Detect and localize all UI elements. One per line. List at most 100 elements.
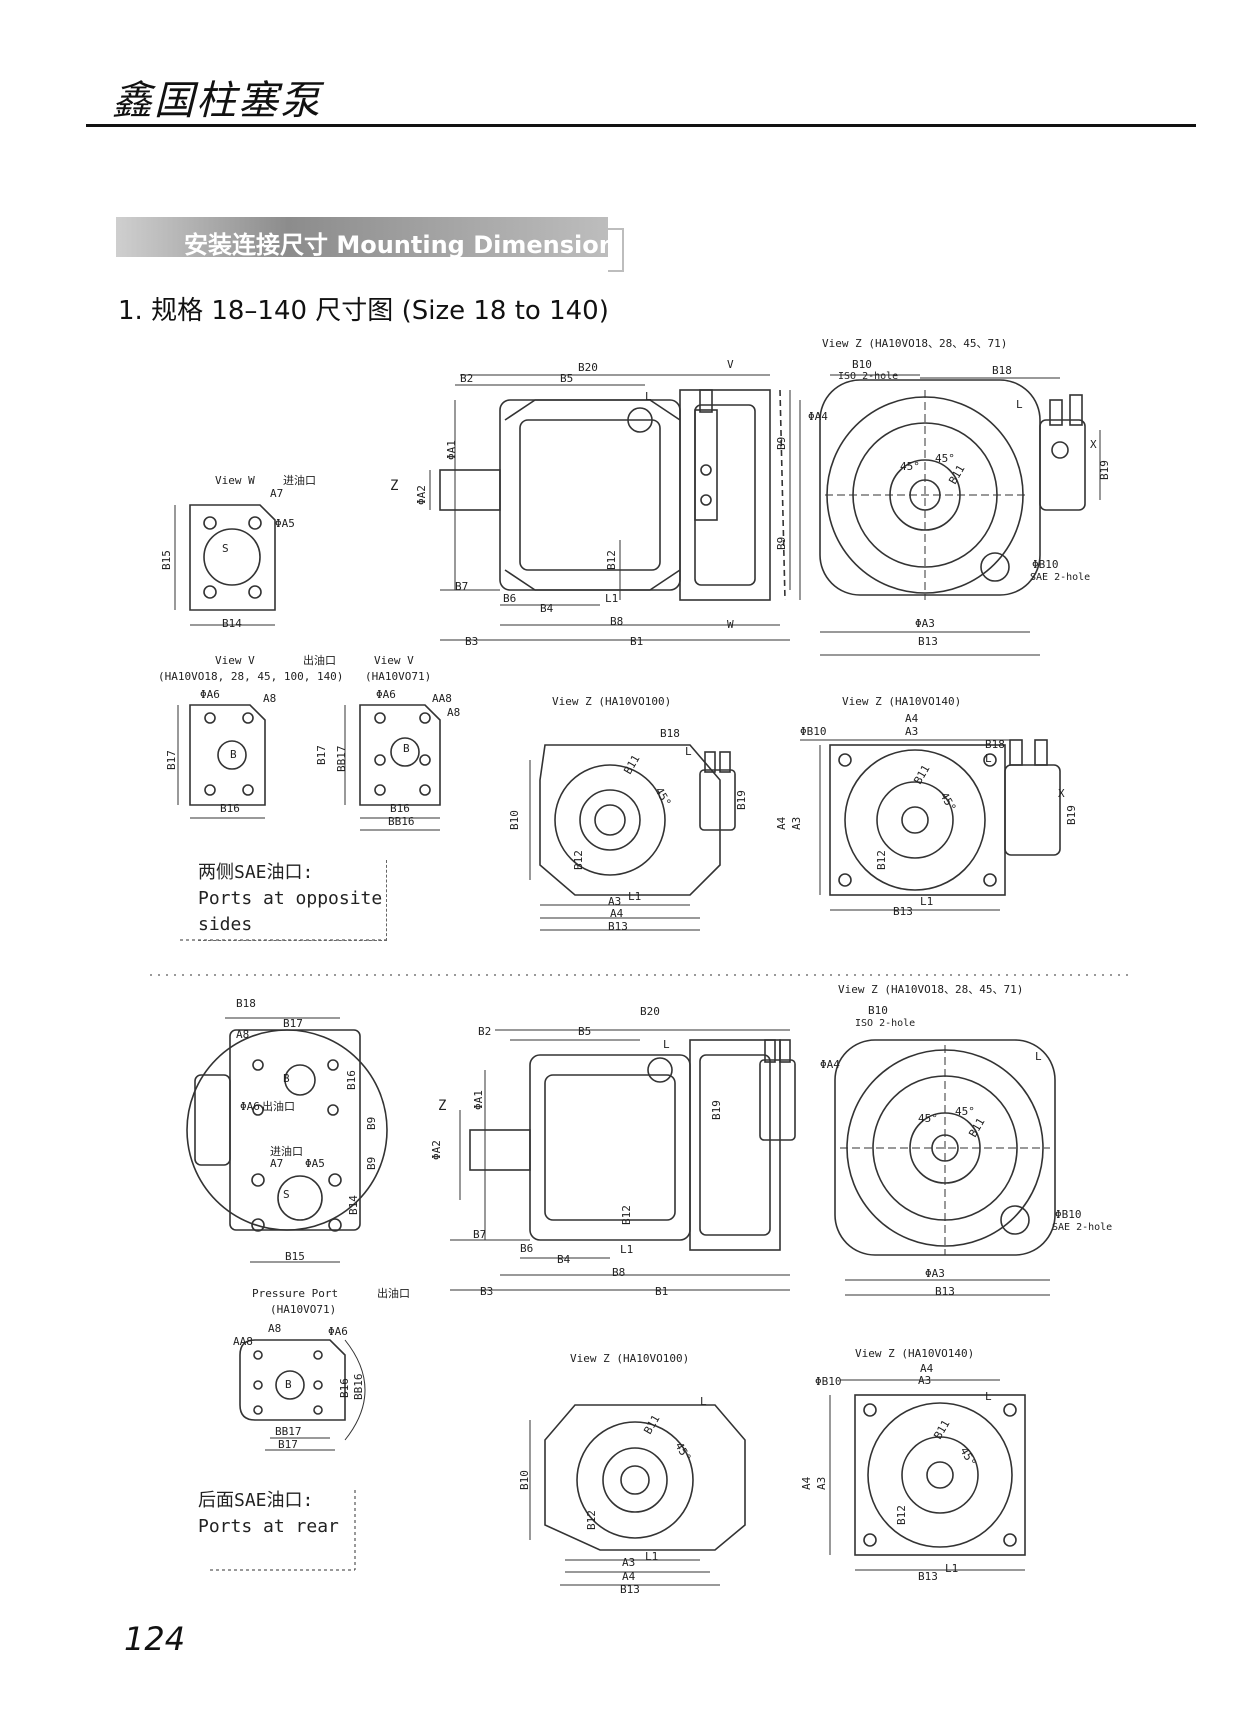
label-outlet-pressure: 出油口: [377, 1286, 410, 1300]
label-b-v-left: B: [230, 748, 237, 761]
label-outlet-bottom: 出油口: [262, 1099, 295, 1113]
label-b1-top: B1: [630, 635, 643, 648]
label-b7-top: B7: [455, 580, 468, 593]
label-view-v-right: View V: [374, 654, 414, 667]
label-a3-z100-bottom: A3: [622, 1556, 635, 1569]
label-b11-bottom: B11: [966, 1116, 987, 1140]
label-a7-top: A7: [270, 487, 283, 500]
label-view-z-main-top: View Z (HA10VO18、28、45、71): [822, 337, 1007, 350]
label-a6-bottom: ΦA6: [240, 1100, 260, 1113]
label-b9-top-b: B9: [775, 537, 788, 550]
label-l-bottomright: L: [1035, 1050, 1042, 1063]
label-a1-top: ΦA1: [445, 440, 458, 460]
label-b11-z100-bottom: B11: [641, 1413, 662, 1437]
section-banner: [116, 217, 608, 257]
pump-side-view-bottom: [450, 1029, 796, 1291]
label-l1-top: L1: [605, 592, 618, 605]
label-view-z-100-bottom: View Z (HA10VO100): [570, 1352, 689, 1365]
label-l-z140-top: L: [985, 752, 992, 765]
view-z-140-bottom: [829, 1379, 1026, 1571]
label-b15-top: B15: [160, 550, 173, 570]
view-z-bottom-right: [834, 1039, 1056, 1296]
label-b13-top: B13: [918, 635, 938, 648]
label-pressure-port-sub: (HA10VO71): [270, 1303, 336, 1316]
label-a4-top: ΦA4: [808, 410, 828, 423]
label-b-bottom: B: [283, 1072, 290, 1085]
label-a4-z140-top: A4: [905, 712, 919, 725]
label-x-z140-top: X: [1058, 787, 1065, 800]
label-l1-z140-top: L1: [920, 895, 933, 908]
label-b4-bottom: B4: [557, 1253, 571, 1266]
label-a4-z100-bottom: A4: [622, 1570, 636, 1583]
note-ports-rear: 后面SAE油口: Ports at rear: [198, 1488, 355, 1568]
label-b16-v-left: B16: [220, 802, 240, 815]
label-b13-z140-top: B13: [893, 905, 913, 918]
label-l-z100-top: L: [685, 745, 692, 758]
label-b10-top: B10: [852, 358, 872, 371]
label-b6-top: B6: [503, 592, 516, 605]
label-l1-z140-bottom: L1: [945, 1562, 958, 1575]
label-a5-top: ΦA5: [275, 517, 295, 530]
label-a3-z140-top: A3: [905, 725, 918, 738]
label-a8-pressure: A8: [268, 1322, 281, 1335]
label-a4v-z140-bottom: A4: [800, 1476, 813, 1490]
label-bb17-v-right: BB17: [335, 746, 348, 773]
label-b7-bottom: B7: [473, 1228, 486, 1241]
view-z-100-bottom: [529, 1404, 746, 1586]
label-b18-z140-top: B18: [985, 738, 1005, 751]
label-bb16-pressure: BB16: [352, 1374, 365, 1401]
label-z-bottom: Z: [438, 1098, 446, 1114]
label-b1-bottom: B1: [655, 1285, 668, 1298]
label-b5-bottom: B5: [578, 1025, 591, 1038]
label-45-z140-bottom: 45°: [957, 1445, 978, 1469]
label-b13-z100-top: B13: [608, 920, 628, 933]
label-a1-bottom: ΦA1: [472, 1090, 485, 1110]
label-b13-bottom: B13: [935, 1285, 955, 1298]
label-45-z100-top: 45°: [652, 785, 673, 809]
label-b14-top: B14: [222, 617, 242, 630]
label-45-bottom-b: 45°: [955, 1105, 975, 1118]
label-l-top: L: [645, 390, 652, 403]
label-b17-v-right: B17: [315, 745, 328, 765]
label-a3-top: ΦA3: [915, 617, 935, 630]
label-b16-v-right: B16: [390, 802, 410, 815]
label-view-z-100-top: View Z (HA10VO100): [552, 695, 671, 708]
label-inlet-top: 进油口: [283, 473, 316, 487]
dimension-lines-top: [429, 374, 791, 641]
label-a3-bottom: ΦA3: [925, 1267, 945, 1280]
label-l-topright: L: [1016, 398, 1023, 411]
label-b10p-z140-bottom: ΦB10: [815, 1375, 842, 1388]
page-number: 124: [124, 1620, 186, 1658]
note-rear-line-2: Ports at rear: [198, 1516, 339, 1537]
label-b10-bottom: B10: [868, 1004, 888, 1017]
label-a8-bottom: A8: [236, 1028, 249, 1041]
label-a2-bottom: ΦA2: [430, 1140, 443, 1160]
label-b8-top: B8: [610, 615, 623, 628]
label-a4-z100-top: A4: [610, 907, 624, 920]
header-rule: [86, 124, 1196, 127]
label-l1-z100-bottom: L1: [645, 1550, 658, 1563]
label-45-z140-top: 45°: [937, 790, 958, 814]
label-b10p-bottom: ΦB10: [1055, 1208, 1082, 1221]
label-b10p-z140-top: ΦB10: [800, 725, 827, 738]
section-subtitle: 1. 规格 18–140 尺寸图 (Size 18 to 140): [118, 296, 609, 326]
label-b18-top: B18: [992, 364, 1012, 377]
label-l-z100-bottom: L: [700, 1395, 707, 1408]
label-view-z-main-bottom: View Z (HA10VO18、28、45、71): [838, 983, 1023, 996]
label-a8-v-left: A8: [263, 692, 276, 705]
label-l-z140-bottom: L: [985, 1390, 992, 1403]
label-b4-top: B4: [540, 602, 554, 615]
label-bb17-pressure: BB17: [275, 1425, 302, 1438]
label-a4v-z140-top: A4: [775, 816, 788, 830]
label-b8-bottom: B8: [612, 1266, 625, 1279]
label-b14-bottom: B14: [347, 1195, 360, 1215]
view-z-140-top: [800, 739, 1061, 911]
label-b12-z100-top: B12: [572, 850, 585, 870]
label-view-v-sub-1: (HA10VO18, 28, 45, 100, 140): [158, 670, 343, 683]
label-b5: B5: [560, 372, 573, 385]
label-b12-z100-bottom: B12: [585, 1510, 598, 1530]
pressure-port-flange-bottom: [239, 1339, 366, 1451]
label-b3-top: B3: [465, 635, 478, 648]
label-b3-bottom: B3: [480, 1285, 493, 1298]
